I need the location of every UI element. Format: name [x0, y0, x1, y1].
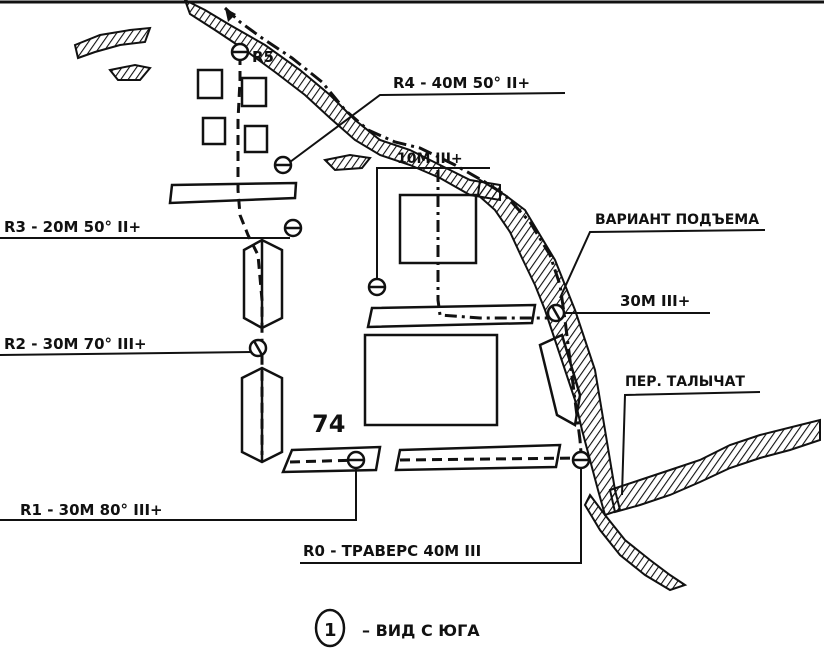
label-variant: ВАРИАНТ ПОДЪЕМА — [595, 212, 759, 228]
block-3 — [201, 116, 227, 146]
traverse-line — [289, 456, 581, 464]
belay-r5 — [230, 42, 250, 62]
label-30m: 30M III+ — [620, 292, 690, 310]
leader-r2 — [0, 351, 253, 356]
block-4 — [243, 124, 269, 154]
belay-r2 — [248, 338, 268, 358]
belay-r1 — [346, 450, 366, 470]
leader-pass — [621, 391, 761, 496]
label-r1: R1 - 30M 80° III+ — [20, 501, 163, 519]
belay-10m — [367, 277, 387, 297]
left-route-line — [236, 55, 264, 455]
label-r0: R0 - ТРАВЕРС 40M III — [303, 542, 481, 560]
caption-text: – ВИД С ЮГА — [362, 621, 480, 640]
block-2 — [240, 76, 268, 108]
belay-30m — [546, 303, 566, 323]
ledge-r1 — [281, 445, 382, 474]
leader-10m — [376, 167, 490, 279]
block-1 — [196, 68, 224, 100]
ledge-r3 — [168, 181, 298, 205]
belay-r4 — [273, 155, 293, 175]
belay-r3 — [283, 218, 303, 238]
leader-r1 — [0, 468, 357, 521]
ridge-bottom — [583, 493, 688, 592]
leader-r0 — [300, 468, 582, 564]
ledge-r0 — [394, 443, 562, 472]
ridge-center-small — [322, 153, 372, 172]
label-10m: 10M III+ — [397, 151, 463, 167]
caption-number: 1 — [324, 620, 337, 641]
leader-lines — [0, 92, 766, 564]
belay-r0 — [571, 450, 591, 470]
leader-variant — [559, 229, 766, 299]
leader-r4 — [289, 92, 566, 163]
caption-circle — [314, 608, 346, 648]
label-r3: R3 - 20M 50° II+ — [4, 218, 141, 236]
block-big-lower — [363, 333, 499, 427]
label-r2: R2 - 30M 70° III+ — [4, 335, 147, 353]
label-r5: R5 — [252, 48, 274, 66]
ridge-left-mid — [108, 63, 152, 81]
dihedral-right — [538, 333, 582, 427]
block-big-upper — [398, 193, 478, 265]
ridge-right — [476, 178, 622, 517]
ridge-lower — [608, 418, 821, 514]
ledge-center — [366, 303, 537, 329]
label-point-74: 74 — [312, 410, 345, 438]
center-route-line — [436, 170, 548, 320]
label-pass: ПЕР. ТАЛЫЧАТ — [625, 374, 745, 390]
arrow-head — [225, 8, 236, 22]
dihedral-lower — [240, 366, 284, 464]
label-r4: R4 - 40M 50° II+ — [393, 74, 530, 92]
ridge-route-line — [223, 6, 584, 466]
dihedral-upper — [242, 238, 284, 330]
ridge-left-top — [73, 26, 152, 60]
